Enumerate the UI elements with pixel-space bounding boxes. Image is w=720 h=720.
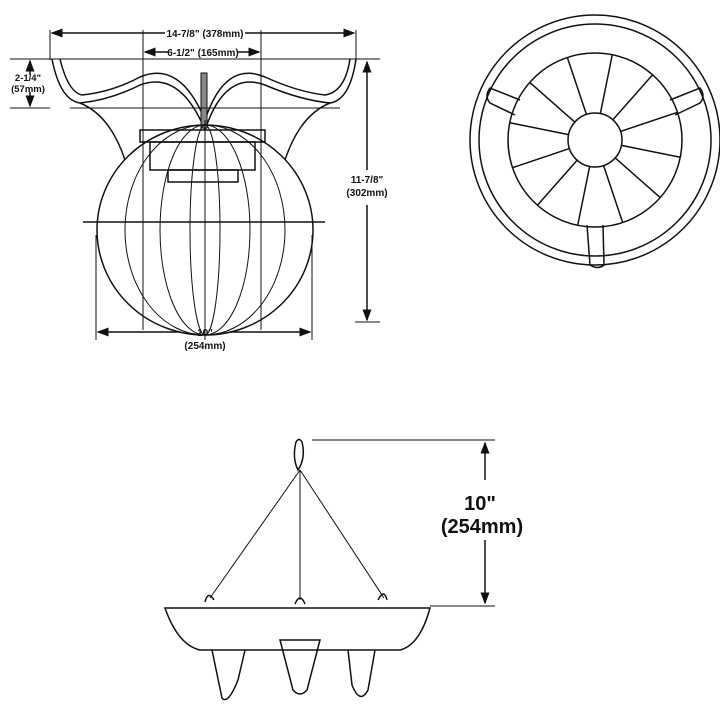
globe-rib (536, 159, 578, 206)
globe-rib (529, 81, 576, 123)
globe-width-in: 10" (197, 328, 213, 339)
globe-rib (576, 166, 591, 226)
globe-rib (512, 147, 570, 169)
globe-width-mm: (254mm) (184, 341, 225, 352)
top-plan-view (469, 14, 720, 269)
globe-rib (614, 157, 661, 199)
overall-height-in: 11-7/8" (351, 175, 384, 186)
globe-rib (602, 165, 624, 223)
globe-rib (612, 74, 654, 121)
globe-rib (621, 144, 681, 159)
chain-height-in: 10" (464, 493, 496, 515)
globe-rib (566, 57, 588, 115)
canopy-height-mm: (57mm) (11, 84, 45, 95)
globe-rib (620, 111, 678, 133)
canopy-height-in: 2-1/4" (15, 73, 41, 84)
globe-rib (509, 121, 569, 136)
chain-suspension-view: 10" (254mm) (163, 438, 523, 701)
overall-width-label: 14-7/8" (378mm) (166, 29, 243, 40)
chain-height-mm: (254mm) (441, 516, 523, 538)
globe-rib (599, 54, 614, 114)
overall-height-mm: (302mm) (346, 188, 387, 199)
canopy-width-label: 6-1/2" (165mm) (167, 48, 238, 59)
side-elevation-view: 14-7/8" (378mm) 6-1/2" (165mm) 2-1/4" (5… (10, 28, 388, 352)
